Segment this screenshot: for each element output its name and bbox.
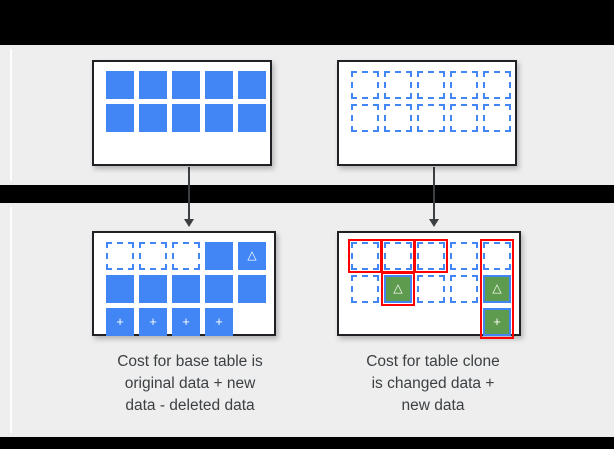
cell-clone2-empty-r3c2	[384, 308, 412, 336]
arrow-base-table-head	[184, 219, 194, 227]
cell-clone2-new-r3c5[interactable]: +	[483, 308, 511, 336]
plus-icon: +	[182, 313, 190, 329]
caption-table-clone: Cost for table clone is changed data + n…	[333, 351, 533, 417]
caption-clone-line-1: Cost for table clone	[366, 353, 500, 370]
cell-clone-r2c2[interactable]	[384, 104, 412, 132]
cell-unchanged-r2c4[interactable]	[205, 275, 233, 303]
minus-icon: –	[116, 247, 124, 263]
table-row: – – – △	[106, 242, 266, 270]
cell-original-r2c2[interactable]	[139, 104, 167, 132]
table-row	[106, 71, 266, 99]
table-row	[351, 104, 511, 132]
table-row: + + + +	[106, 308, 266, 336]
cell-original-r2c3[interactable]	[172, 104, 200, 132]
plus-icon: +	[116, 313, 124, 329]
cell-empty-r3c5	[238, 308, 266, 336]
table-row: △ △	[351, 275, 511, 303]
cell-unchanged-r1c4[interactable]	[205, 242, 233, 270]
table-row	[106, 275, 266, 303]
cell-clone-r1c1[interactable]	[351, 71, 379, 99]
cell-clone-r1c3[interactable]	[417, 71, 445, 99]
cell-new-r3c1[interactable]: +	[106, 308, 134, 336]
cell-clone-r2c5[interactable]	[483, 104, 511, 132]
cell-clone-r1c4[interactable]	[450, 71, 478, 99]
table-clone-original-card[interactable]	[337, 60, 517, 166]
cell-original-r1c4[interactable]	[205, 71, 233, 99]
cell-clone2-r1c5[interactable]	[483, 242, 511, 270]
cell-clone2-changed-r2c2[interactable]: △	[384, 275, 412, 303]
cell-clone-r1c2[interactable]	[384, 71, 412, 99]
cell-clone2-r1c1[interactable]	[351, 242, 379, 270]
table-row	[351, 71, 511, 99]
cell-original-r2c5[interactable]	[238, 104, 266, 132]
cell-clone2-r2c3[interactable]	[417, 275, 445, 303]
caption-base-line-1: Cost for base table is	[117, 353, 263, 370]
cell-clone-r2c3[interactable]	[417, 104, 445, 132]
caption-base-line-3: data - deleted data	[125, 397, 255, 414]
cell-original-r1c2[interactable]	[139, 71, 167, 99]
table-row: +	[351, 308, 511, 336]
base-table-after-changes-card[interactable]: – – – △ + + + +	[92, 231, 276, 336]
triangle-icon: △	[247, 248, 257, 262]
cell-clone2-r2c1[interactable]	[351, 275, 379, 303]
cell-new-r3c4[interactable]: +	[205, 308, 233, 336]
cell-clone-r2c4[interactable]	[450, 104, 478, 132]
cell-deleted-r1c2[interactable]: –	[139, 242, 167, 270]
base-table-after-changes-grid: – – – △ + + + +	[106, 242, 266, 341]
cell-original-r1c5[interactable]	[238, 71, 266, 99]
caption-clone-line-3: new data	[401, 397, 465, 414]
caption-clone-line-2: is changed data +	[371, 375, 495, 392]
table-clone-after-changes-card[interactable]: △ △ +	[337, 231, 521, 339]
cell-new-r3c2[interactable]: +	[139, 308, 167, 336]
cell-clone2-empty-r3c3	[417, 308, 445, 336]
cell-original-r1c3[interactable]	[172, 71, 200, 99]
cell-clone2-empty-r3c4	[450, 308, 478, 336]
caption-base-table: Cost for base table is original data + n…	[78, 351, 302, 417]
cell-deleted-r1c3[interactable]: –	[172, 242, 200, 270]
arrow-base-table-line	[188, 167, 190, 221]
top-panel-left-rule	[10, 49, 12, 181]
cell-clone2-r1c2[interactable]	[384, 242, 412, 270]
cell-unchanged-r2c2[interactable]	[139, 275, 167, 303]
plus-icon: +	[215, 313, 223, 329]
cell-clone-r1c5[interactable]	[483, 71, 511, 99]
base-table-original-card[interactable]	[92, 60, 272, 166]
cell-original-r2c1[interactable]	[106, 104, 134, 132]
caption-base-line-2: original data + new	[124, 375, 256, 392]
minus-icon: –	[149, 247, 157, 263]
cell-unchanged-r2c1[interactable]	[106, 275, 134, 303]
cell-original-r1c1[interactable]	[106, 71, 134, 99]
table-clone-after-changes-grid: △ △ +	[351, 242, 511, 341]
cell-original-r2c4[interactable]	[205, 104, 233, 132]
arrow-table-clone-line	[433, 167, 435, 221]
triangle-icon: △	[393, 281, 403, 295]
bottom-panel-left-rule	[10, 207, 12, 433]
cell-unchanged-r2c3[interactable]	[172, 275, 200, 303]
table-row	[351, 242, 511, 270]
cell-clone2-changed-r2c5[interactable]: △	[483, 275, 511, 303]
cell-clone2-r1c3[interactable]	[417, 242, 445, 270]
table-row	[106, 104, 266, 132]
cell-clone-r2c1[interactable]	[351, 104, 379, 132]
cell-changed-r1c5[interactable]: △	[238, 242, 266, 270]
cell-clone2-empty-r3c1	[351, 308, 379, 336]
cell-deleted-r1c1[interactable]: –	[106, 242, 134, 270]
cell-new-r3c3[interactable]: +	[172, 308, 200, 336]
minus-icon: –	[182, 247, 190, 263]
plus-icon: +	[493, 313, 501, 329]
plus-icon: +	[149, 313, 157, 329]
cell-clone2-r2c4[interactable]	[450, 275, 478, 303]
triangle-icon: △	[492, 281, 502, 295]
table-clone-original-grid	[351, 71, 511, 137]
arrow-table-clone-head	[429, 219, 439, 227]
base-table-original-grid	[106, 71, 266, 137]
cell-unchanged-r2c5[interactable]	[238, 275, 266, 303]
cell-clone2-r1c4[interactable]	[450, 242, 478, 270]
